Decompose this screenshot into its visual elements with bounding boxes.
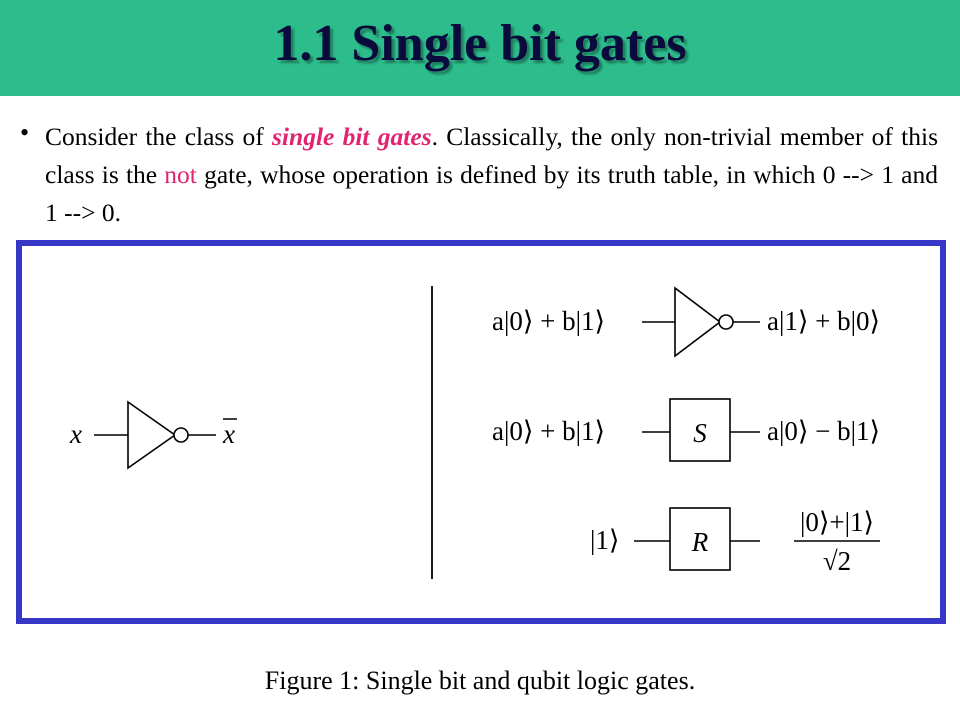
bullet-text: Consider the class of single bit gates. …	[45, 118, 938, 232]
s-input-state: a|0⟩ + b|1⟩	[492, 416, 605, 446]
diagram-frame: x x a|0⟩ + b|1⟩ a|1⟩ + b|0⟩ a|0⟩ + b|1⟩ …	[16, 240, 946, 624]
not-triangle	[674, 286, 722, 358]
r-input-state: |1⟩	[590, 525, 619, 555]
classical-output-label: x	[222, 419, 235, 449]
emphasis-not: not	[164, 160, 197, 189]
s-gate-box	[669, 398, 731, 462]
s-gate: a|0⟩ + b|1⟩ S a|0⟩ − b|1⟩	[492, 398, 880, 462]
r-output-denominator: √2	[823, 546, 851, 576]
figure-caption: Figure 1: Single bit and qubit logic gat…	[264, 666, 696, 695]
title-bar: 1.1 Single bit gates	[0, 0, 960, 96]
not-output-state: a|1⟩ + b|0⟩	[767, 306, 880, 336]
not-input-state: a|0⟩ + b|1⟩	[492, 306, 605, 336]
classical-not-bubble	[173, 427, 189, 443]
r-gate-label: R	[691, 527, 709, 557]
emphasis-single-bit-gates: single bit gates	[272, 122, 432, 151]
bullet-text-part1: Consider the class of	[45, 122, 272, 151]
slide-title: 1.1 Single bit gates	[273, 15, 687, 72]
classical-input-label: x	[69, 419, 82, 449]
bullet-text-part2: . Classically, the only non-trivial memb…	[45, 122, 938, 189]
r-gate: |1⟩ R |0⟩+|1⟩ √2	[590, 507, 880, 576]
quantum-not-gate: a|0⟩ + b|1⟩ a|1⟩ + b|0⟩	[492, 286, 880, 358]
r-gate-box	[669, 507, 731, 571]
r-output-numerator: |0⟩+|1⟩	[800, 507, 874, 537]
bullet-point: • Consider the class of single bit gates…	[20, 118, 938, 232]
s-gate-label: S	[693, 418, 707, 448]
classical-not-triangle	[127, 400, 177, 470]
not-bubble	[718, 314, 734, 330]
bullet-text-part3: gate, whose operation is defined by its …	[45, 160, 938, 227]
s-output-state: a|0⟩ − b|1⟩	[767, 416, 880, 446]
gates-diagram: x x a|0⟩ + b|1⟩ a|1⟩ + b|0⟩ a|0⟩ + b|1⟩ …	[69, 286, 880, 579]
classical-not-gate: x x	[69, 400, 237, 470]
bullet-dot-icon: •	[20, 118, 30, 147]
